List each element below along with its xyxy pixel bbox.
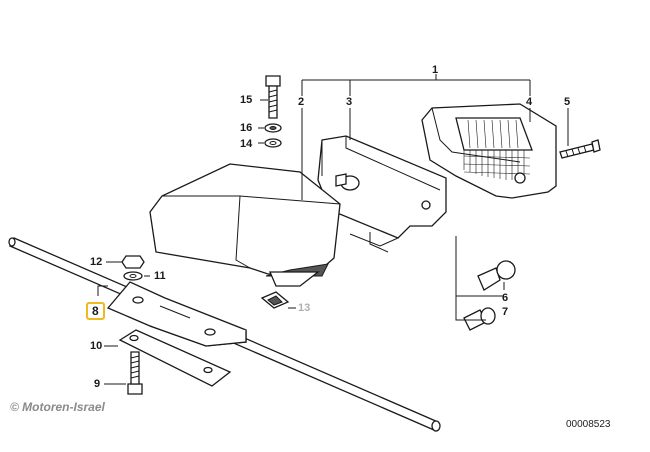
callout-6[interactable]: 6: [502, 292, 509, 304]
callout-11[interactable]: 11: [154, 270, 166, 282]
callout-5[interactable]: 5: [564, 96, 571, 108]
callout-15[interactable]: 15: [240, 94, 253, 106]
callout-10[interactable]: 10: [90, 340, 103, 352]
nut-12: [121, 255, 145, 281]
callout-12[interactable]: 12: [90, 256, 103, 268]
bolt-9: [127, 351, 143, 395]
clip-nut-13: [260, 291, 290, 309]
callout-1[interactable]: 1: [432, 64, 439, 76]
bracket-plate: [106, 281, 247, 347]
screw-5: [559, 139, 601, 159]
reference-code: 00008523: [566, 419, 611, 430]
lens-cover: [149, 163, 341, 287]
callout-2[interactable]: 2: [298, 96, 305, 108]
lamp-holder: [421, 103, 557, 199]
callout-8[interactable]: 8: [86, 302, 105, 320]
callout-4[interactable]: 4: [526, 96, 533, 108]
taillight-housing: [317, 135, 447, 253]
callout-13[interactable]: 13: [298, 302, 311, 314]
watermark: © Motoren-Israel: [10, 400, 105, 414]
callout-3[interactable]: 3: [346, 96, 353, 108]
callout-16[interactable]: 16: [240, 122, 253, 134]
bulb-7: [463, 307, 496, 331]
bulb-6: [477, 260, 516, 291]
callout-14[interactable]: 14: [240, 138, 253, 150]
lower-plate: [118, 329, 232, 387]
callout-9[interactable]: 9: [94, 378, 101, 390]
bolt-15: [264, 75, 282, 148]
callout-7[interactable]: 7: [502, 306, 509, 318]
leader-lines: [97, 74, 569, 385]
